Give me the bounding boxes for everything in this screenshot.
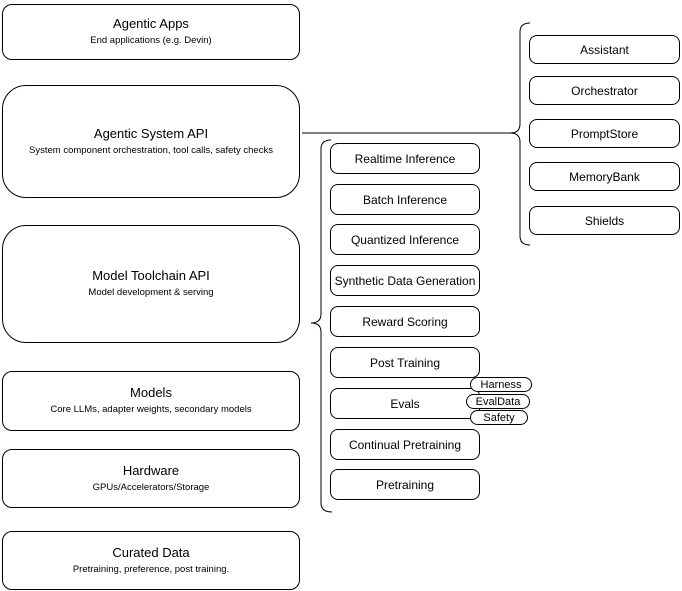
toolchain-brace (310, 139, 333, 513)
node-title: Curated Data (112, 544, 190, 560)
node-batch-inference: Batch Inference (330, 184, 480, 215)
node-realtime-inference: Realtime Inference (330, 143, 480, 174)
node-curated-data: Curated Data Pretraining, preference, po… (2, 531, 300, 590)
node-pretraining: Pretraining (330, 469, 480, 500)
node-hardware: Hardware GPUs/Accelerators/Storage (2, 449, 300, 508)
node-continual-pretraining: Continual Pretraining (330, 429, 480, 460)
node-agentic-system-api: Agentic System API System component orch… (2, 85, 300, 198)
node-agentic-apps: Agentic Apps End applications (e.g. Devi… (2, 4, 300, 60)
node-title: Hardware (122, 462, 180, 478)
node-models: Models Core LLMs, adapter weights, secon… (2, 371, 300, 431)
node-post-training: Post Training (330, 347, 480, 378)
node-promptstore: PromptStore (529, 119, 680, 148)
node-subtitle: GPUs/Accelerators/Storage (92, 481, 210, 493)
node-title: Agentic Apps (113, 16, 189, 31)
node-synthetic-data-generation: Synthetic Data Generation (330, 265, 480, 296)
tag-evaldata: EvalData (466, 394, 530, 409)
node-subtitle: End applications (e.g. Devin) (90, 35, 212, 46)
node-memorybank: MemoryBank (529, 162, 680, 191)
tag-harness: Harness (470, 377, 532, 392)
node-quantized-inference: Quantized Inference (330, 224, 480, 255)
node-title: Models (130, 385, 172, 400)
system-components-brace (509, 22, 531, 246)
tag-safety: Safety (470, 410, 528, 425)
node-orchestrator: Orchestrator (529, 76, 680, 105)
node-shields: Shields (529, 206, 680, 235)
node-assistant: Assistant (529, 35, 680, 64)
node-subtitle: Pretraining, preference, post training. (72, 563, 230, 575)
node-evals: Evals (330, 388, 480, 419)
node-model-toolchain-api: Model Toolchain API Model development & … (2, 225, 300, 343)
node-subtitle: Core LLMs, adapter weights, secondary mo… (50, 404, 252, 415)
node-subtitle: System component orchestration, tool cal… (29, 144, 273, 156)
node-title: Agentic System API (93, 125, 209, 141)
node-reward-scoring: Reward Scoring (330, 306, 480, 337)
node-subtitle: Model development & serving (88, 287, 214, 298)
node-title: Model Toolchain API (92, 268, 210, 283)
